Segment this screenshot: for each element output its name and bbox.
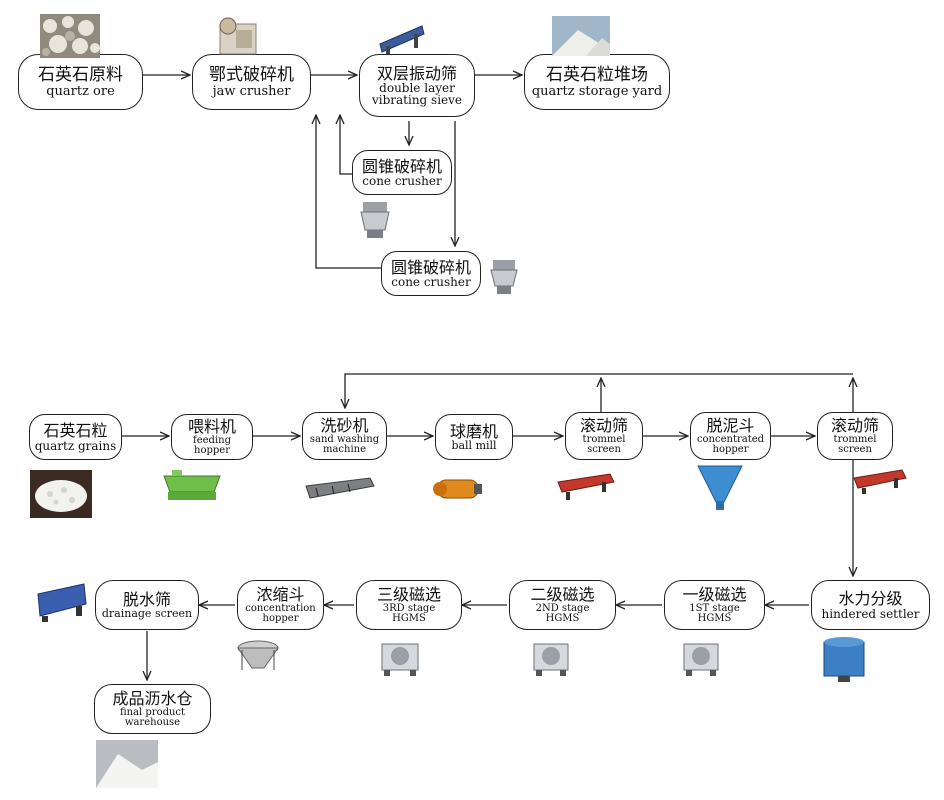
arrow-return-to-washer — [345, 373, 853, 408]
node-en-label: quartz grains — [34, 438, 117, 453]
node-en-label: drainage screen — [101, 607, 193, 621]
node-hgms-2: 二级磁选 2ND stage HGMS — [509, 580, 616, 630]
node-en-label: HGMS — [545, 612, 580, 624]
node-zh-label: 脱水筛 — [122, 589, 171, 609]
final-warehouse-image — [96, 740, 158, 788]
storage-yard-image — [552, 16, 610, 56]
node-en-label: warehouse — [124, 716, 181, 728]
node-trommel-2: 滚动筛 trommel screen — [817, 412, 893, 460]
node-zh-label: 浓缩斗 — [256, 585, 305, 605]
node-en-label: quartz storage yard — [531, 83, 663, 99]
jaw-crusher-image — [216, 16, 260, 56]
cone-crusher-image — [487, 256, 521, 296]
hindered-settler-image — [818, 634, 870, 684]
node-en-label: hopper — [194, 444, 230, 456]
node-drainage-screen: 脱水筛 drainage screen — [95, 580, 199, 630]
node-en-label: 3RD stage — [382, 602, 436, 614]
node-zh-label: 喂料机 — [187, 417, 236, 437]
node-storage-yard: 石英石粒堆场 quartz storage yard — [524, 54, 670, 110]
node-en-label: concentration — [245, 602, 316, 614]
node-zh-label: 球磨机 — [449, 421, 498, 441]
node-zh-label: 滚动筛 — [579, 416, 628, 436]
node-en-label: sand washing — [309, 433, 380, 445]
hgms-machine-image — [528, 636, 574, 678]
drainage-screen-image — [34, 580, 90, 624]
node-hgms-1: 一级磁选 1ST stage HGMS — [664, 580, 765, 630]
hgms-machine-image — [376, 636, 424, 678]
node-en-label: feeding — [193, 434, 231, 446]
node-zh-label: 石英石粒堆场 — [546, 65, 648, 86]
node-vibrating-sieve: 双层振动筛 double layer vibrating sieve — [359, 54, 475, 117]
node-zh-label: 圆锥破碎机 — [361, 156, 442, 176]
node-cone-crusher-2: 圆锥破碎机 cone crusher — [381, 251, 481, 296]
node-quartz-grains: 石英石粒 quartz grains — [29, 414, 122, 460]
node-zh-label: 水力分级 — [838, 589, 903, 609]
node-en-label: vibrating sieve — [371, 93, 463, 108]
concentration-hopper-image — [234, 636, 282, 676]
node-zh-label: 滚动筛 — [830, 416, 879, 436]
node-en-label: hopper — [712, 443, 749, 455]
node-en-label: cone crusher — [362, 174, 442, 189]
node-en-label: hindered settler — [821, 606, 920, 621]
arrow-cone1-to-sieve — [340, 115, 352, 175]
node-en-label: 1ST stage — [689, 602, 740, 614]
node-zh-label: 一级磁选 — [682, 585, 747, 605]
node-en-label: machine — [322, 443, 367, 455]
node-en-label: cone crusher — [391, 275, 471, 290]
trommel-screen-image — [852, 466, 908, 496]
concentrated-hopper-image — [696, 462, 744, 512]
node-sand-washing: 洗砂机 sand washing machine — [302, 412, 387, 460]
node-en-label: jaw crusher — [212, 83, 291, 99]
node-final-warehouse: 成品沥水仓 final product warehouse — [94, 684, 211, 734]
cone-crusher-image — [357, 196, 393, 240]
node-en-label: final product — [119, 706, 186, 718]
node-en-label: trommel — [833, 433, 877, 445]
node-zh-label: 石英石粒 — [43, 421, 108, 441]
node-en-label: ball mill — [451, 439, 497, 453]
vibrating-sieve-image — [378, 20, 426, 54]
quartz-ore-image — [40, 14, 100, 58]
node-en-label: quartz ore — [46, 83, 115, 99]
node-en-label: HGMS — [697, 612, 732, 624]
node-zh-label: 洗砂机 — [320, 416, 369, 436]
node-jaw-crusher: 鄂式破碎机 jaw crusher — [192, 54, 311, 110]
node-en-label: HGMS — [392, 612, 426, 624]
node-en-label: trommel — [582, 433, 626, 445]
node-feeding-hopper: 喂料机 feeding hopper — [171, 414, 253, 460]
node-zh-label: 脱泥斗 — [706, 416, 755, 436]
node-concentration-hopper: 浓缩斗 concentration hopper — [237, 580, 324, 630]
sand-washing-image — [304, 476, 376, 502]
node-en-label: 2ND stage — [535, 602, 590, 614]
node-zh-label: 成品沥水仓 — [112, 689, 193, 709]
hgms-machine-image — [678, 636, 724, 678]
node-en-label: hopper — [262, 612, 299, 624]
node-quartz-ore: 石英石原料 quartz ore — [18, 54, 143, 110]
node-en-label: screen — [587, 443, 621, 455]
node-trommel-1: 滚动筛 trommel screen — [565, 412, 643, 460]
feeding-hopper-image — [160, 466, 224, 504]
node-en-label: concentrated — [696, 433, 765, 445]
node-zh-label: 圆锥破碎机 — [390, 257, 471, 277]
node-en-label: screen — [838, 443, 872, 455]
node-zh-label: 石英石原料 — [38, 65, 123, 86]
quartz-grains-image — [30, 470, 92, 518]
node-ball-mill: 球磨机 ball mill — [435, 414, 513, 460]
node-zh-label: 鄂式破碎机 — [209, 65, 294, 86]
node-hindered-settler: 水力分级 hindered settler — [811, 580, 930, 630]
ball-mill-image — [432, 474, 484, 504]
node-hgms-3: 三级磁选 3RD stage HGMS — [356, 580, 462, 630]
node-zh-label: 二级磁选 — [530, 585, 595, 605]
node-zh-label: 双层振动筛 — [376, 63, 457, 83]
node-cone-crusher-1: 圆锥破碎机 cone crusher — [352, 150, 452, 195]
trommel-screen-image — [556, 470, 616, 502]
node-zh-label: 三级磁选 — [376, 585, 441, 605]
node-concentrated-hopper: 脱泥斗 concentrated hopper — [690, 412, 771, 460]
node-en-label: double layer — [379, 81, 455, 96]
arrow-cone2-to-jaw — [316, 115, 381, 269]
